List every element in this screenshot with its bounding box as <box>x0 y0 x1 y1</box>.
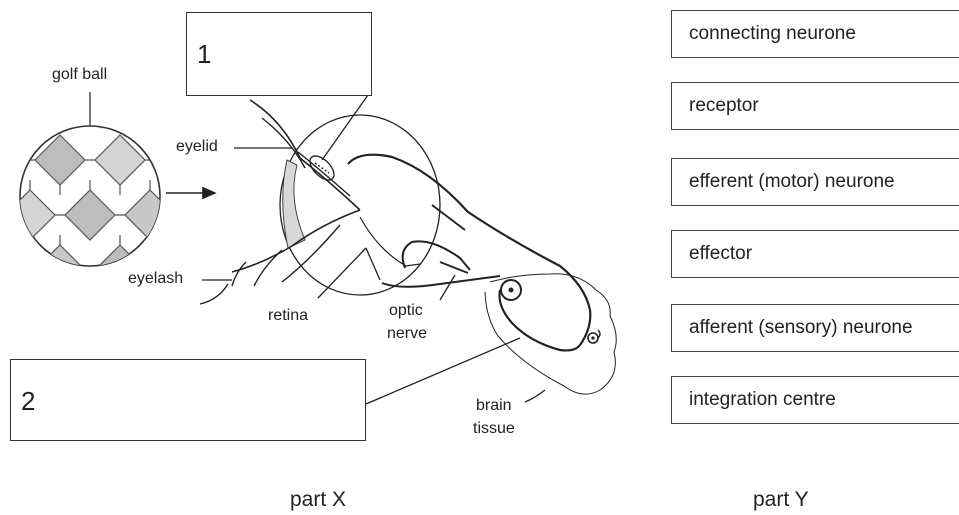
nerve-pathways <box>348 155 616 394</box>
option-label: integration centre <box>689 389 836 411</box>
option-label: efferent (motor) neurone <box>689 171 895 193</box>
option-label: effector <box>689 243 752 265</box>
eyelash-label: eyelash <box>128 270 183 288</box>
option-box-efferent-neurone[interactable]: efferent (motor) neurone <box>671 158 959 206</box>
part-x-caption: part X <box>290 488 346 512</box>
option-box-receptor[interactable]: receptor <box>671 82 959 130</box>
option-label: afferent (sensory) neurone <box>689 317 913 339</box>
option-box-connecting-neurone[interactable]: connecting neurone <box>671 10 959 58</box>
brain-tissue-label-line2: tissue <box>473 420 515 438</box>
label-leader-lines <box>202 95 545 404</box>
option-box-integration-centre[interactable]: integration centre <box>671 376 959 424</box>
golf-ball-drawing <box>0 120 175 295</box>
part-y-caption: part Y <box>753 488 809 512</box>
optic-nerve-label-line2: nerve <box>387 325 427 343</box>
eyelid-label: eyelid <box>176 138 218 156</box>
answer-box-2[interactable]: 2 <box>10 359 366 441</box>
option-label: connecting neurone <box>689 23 856 45</box>
option-box-effector[interactable]: effector <box>671 230 959 278</box>
retina-label: retina <box>268 307 308 325</box>
answer-box-1[interactable]: 1 <box>186 12 372 96</box>
answer-box-2-number: 2 <box>21 386 35 417</box>
optic-nerve-label-line1: optic <box>389 302 423 320</box>
golf-ball-label: golf ball <box>52 66 107 84</box>
answer-box-1-number: 1 <box>197 39 211 70</box>
option-box-afferent-neurone[interactable]: afferent (sensory) neurone <box>671 304 959 352</box>
option-label: receptor <box>689 95 759 117</box>
brain-tissue-label-line1: brain <box>476 397 512 415</box>
eye-drawing <box>200 100 440 304</box>
